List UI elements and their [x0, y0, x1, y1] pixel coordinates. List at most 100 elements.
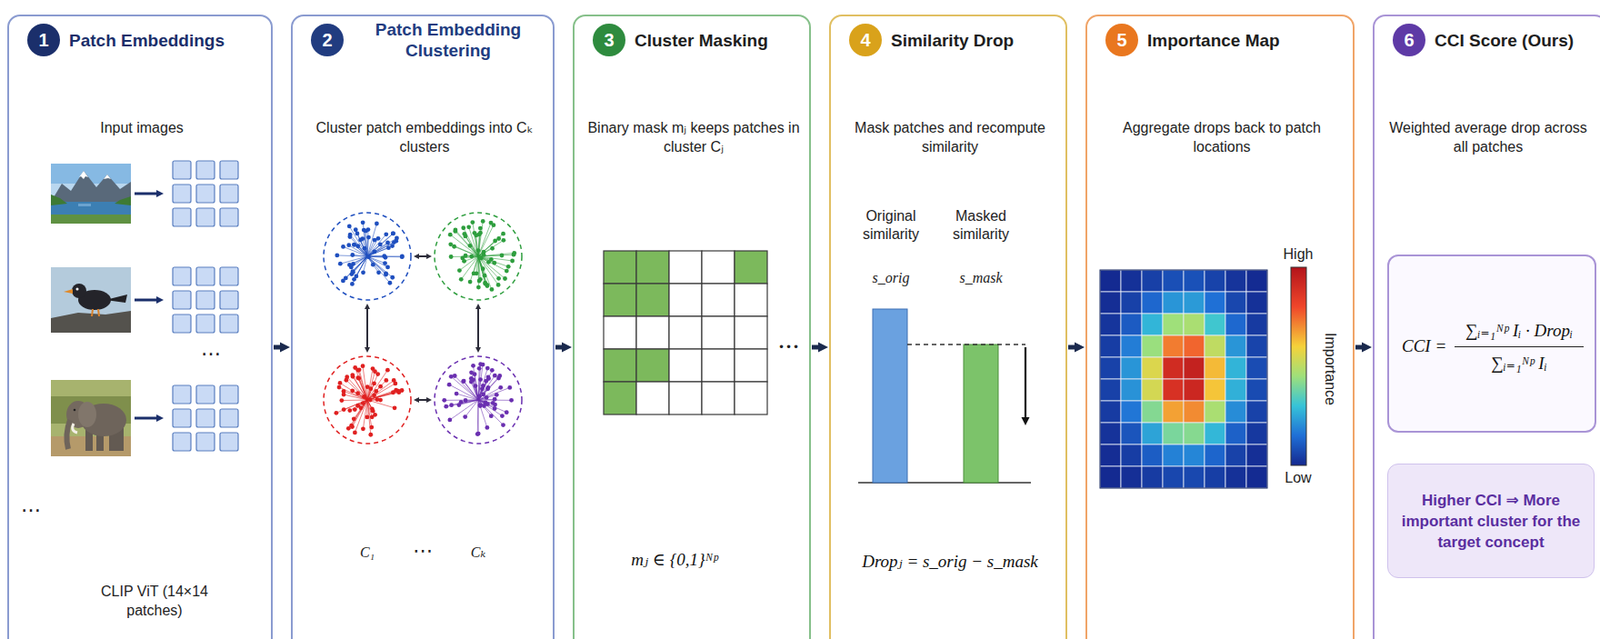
embedding-dot	[484, 395, 490, 400]
step-number-text: 3	[603, 30, 614, 50]
cluster-spoke	[342, 256, 368, 281]
heatmap-cell	[1141, 444, 1163, 467]
embedding-dot	[484, 425, 490, 430]
heatmap-cell	[1204, 335, 1226, 358]
flow-arrow	[1355, 345, 1362, 350]
heatmap-cell	[1162, 444, 1184, 467]
embedding-dot	[343, 378, 349, 383]
heatmap-cell	[1246, 335, 1268, 358]
mask-cell	[636, 250, 670, 284]
heatmap-cell	[1162, 313, 1184, 336]
embedding-dot	[364, 414, 370, 420]
embedding-dot	[351, 242, 357, 248]
embedding-dot	[504, 269, 510, 274]
cluster-spoke	[478, 256, 495, 263]
bird-beak	[63, 289, 73, 294]
cluster-spoke	[449, 384, 479, 400]
embedding-dot	[368, 398, 373, 403]
mask-cell	[701, 381, 735, 415]
shore	[50, 214, 131, 224]
patch-cell	[172, 409, 191, 428]
embedding-dot	[382, 255, 388, 260]
embed-arrow	[134, 192, 157, 196]
heatmap-cell	[1120, 357, 1142, 380]
colorbar	[1290, 267, 1307, 466]
step-description: Cluster patch embeddings into Cₖ cluster…	[303, 118, 546, 157]
embedding-dot	[376, 236, 381, 241]
heatmap-cell	[1162, 466, 1184, 489]
embedding-dot	[370, 409, 376, 414]
step-description: Input images	[20, 118, 264, 138]
embedding-dot	[480, 383, 486, 389]
embedding-dot	[374, 221, 380, 227]
embedding-dot	[351, 242, 357, 248]
heatmap-cell	[1246, 357, 1268, 380]
embedding-dot	[347, 408, 352, 413]
cluster-spoke	[478, 256, 507, 271]
heatmap-cell	[1120, 291, 1142, 314]
embedding-dot	[462, 234, 468, 240]
patch-cell	[172, 160, 191, 180]
note-box: Higher CCI ⇒ More important cluster for …	[1387, 463, 1595, 579]
ellipsis: …	[12, 496, 50, 515]
embedding-dot	[376, 270, 381, 275]
embedding-dot	[346, 242, 351, 248]
cluster-label: C₁	[340, 543, 395, 562]
cluster-spoke	[367, 233, 393, 257]
heatmap-cell	[1100, 422, 1121, 445]
embedding-dot	[460, 225, 466, 230]
cluster-boundary	[323, 356, 411, 444]
heatmap-cell	[1183, 357, 1205, 380]
cluster-spoke	[367, 246, 393, 257]
heatmap-cell	[1246, 400, 1268, 423]
heatmap-cell	[1141, 400, 1163, 423]
level-line	[907, 343, 1026, 346]
heatmap-cell	[1141, 466, 1163, 489]
cluster-boundary	[323, 212, 411, 300]
embedding-dot	[355, 390, 360, 396]
heatmap-cell	[1246, 291, 1268, 314]
snow	[79, 170, 89, 180]
heatmap-cell	[1120, 379, 1142, 401]
embedding-dot	[385, 368, 390, 373]
embedding-dot	[339, 398, 344, 403]
heatmap-frame	[1100, 270, 1268, 489]
heatmap-cell	[1204, 313, 1226, 336]
step-panel: Importance MapAggregate drops back to pa…	[1085, 14, 1355, 639]
embedding-dot	[462, 414, 468, 420]
embedding-dot	[360, 220, 366, 225]
embedding-dot	[383, 231, 389, 237]
cluster-label: Cₖ	[450, 543, 506, 562]
embedding-dot	[361, 394, 367, 400]
embedding-dot	[477, 279, 482, 284]
embedding-dot	[479, 256, 484, 261]
step-title: Patch Embedding Clustering	[349, 19, 548, 61]
mountains	[50, 170, 131, 204]
elephant-trunk	[66, 420, 70, 450]
embedding-dot	[500, 422, 506, 428]
embedding-dot	[441, 398, 447, 403]
masked-bar	[963, 344, 999, 483]
flow-arrow	[811, 345, 819, 350]
mask-cell	[701, 316, 735, 350]
step-number-text: 2	[321, 30, 332, 50]
embedding-dot	[496, 276, 501, 281]
patch-cell	[172, 385, 191, 404]
heatmap-cell	[1120, 270, 1142, 292]
embedding-dot	[340, 244, 346, 250]
embedding-dot	[461, 259, 467, 264]
heatmap-cell	[1120, 422, 1142, 445]
patch-cell	[220, 432, 239, 451]
embedding-dot	[486, 375, 491, 380]
bar-label: Original similarity	[847, 207, 935, 244]
patch-cell	[172, 184, 191, 203]
patch-cell	[172, 314, 191, 333]
mask-cell	[734, 349, 768, 382]
bar-symbol: s_orig	[850, 269, 932, 288]
patch-cell	[196, 432, 215, 451]
embedding-dot	[452, 373, 458, 379]
heatmap-cell	[1100, 357, 1121, 380]
embedding-dot	[363, 229, 369, 234]
embedding-dot	[349, 265, 354, 270]
embedding-dot	[390, 230, 396, 236]
